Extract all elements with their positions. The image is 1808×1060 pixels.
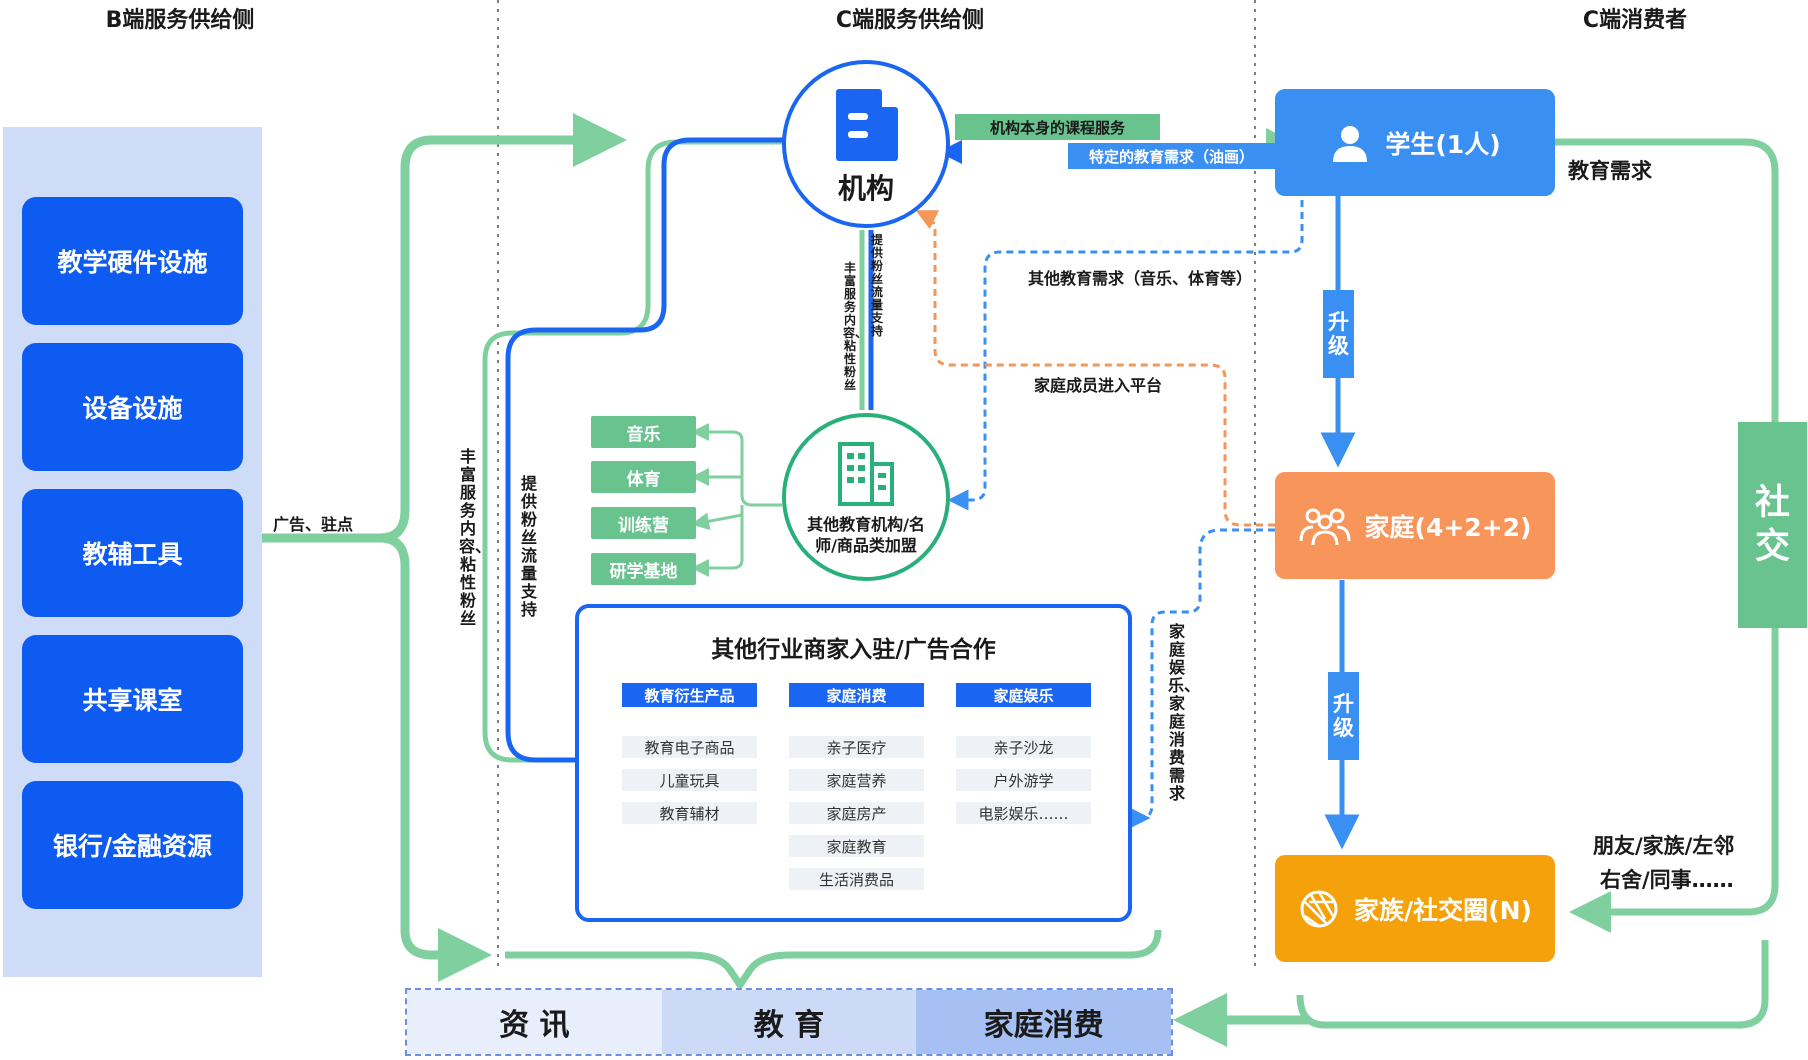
institution-node: 机构 <box>782 60 950 228</box>
tag-connectors <box>691 423 782 577</box>
family-node: 家庭(4+2+2) <box>1275 472 1555 579</box>
b-item-equipment: 设备设施 <box>22 343 243 471</box>
cat-item: 家庭营养 <box>789 769 924 791</box>
other-institution-node: 其他教育机构/名师/商品类加盟 <box>782 413 950 581</box>
cat-item: 家庭教育 <box>789 835 924 857</box>
bottom-segment-family-consumption: 家庭消费 <box>916 990 1172 1054</box>
cat-item: 亲子沙龙 <box>956 736 1091 758</box>
cat-item: 户外游学 <box>956 769 1091 791</box>
bottom-brace <box>505 929 1162 992</box>
blue-loop <box>505 137 787 763</box>
bottom-bar: 资 讯 教 育 家庭消费 <box>405 988 1173 1056</box>
b-item-teaching-hardware: 教学硬件设施 <box>22 197 243 325</box>
aperture-icon <box>1300 890 1338 927</box>
label-bar-fans: 提供粉丝流量支持 <box>870 233 883 338</box>
tag-camp: 训练营 <box>591 507 696 539</box>
dashed-family-join <box>915 210 1275 527</box>
dashed-family-demand <box>1129 528 1275 829</box>
cat-item: 生活消费品 <box>789 868 924 890</box>
student-node: 学生(1人) <box>1275 89 1555 196</box>
b-item-teaching-tools: 教辅工具 <box>22 489 243 617</box>
clan-label: 家族/社交圈(N) <box>1354 895 1532 925</box>
merchants-box: 其他行业商家入驻/广告合作 教育衍生产品 教育电子商品 儿童玩具 教育辅材 家庭… <box>575 604 1132 922</box>
label-ad-station: 广告、驻点 <box>273 515 354 534</box>
label-family-join: 家庭成员进入平台 <box>1034 376 1163 395</box>
return-right <box>1296 940 1769 1029</box>
cat-item: 家庭房产 <box>789 802 924 824</box>
cat-item: 电影娱乐…… <box>956 802 1091 824</box>
upgrade-badge-2: 升级 <box>1328 672 1359 760</box>
label-provide-fans: 提供粉丝流量支持 <box>520 474 537 619</box>
institution-label: 机构 <box>837 172 894 205</box>
col-title-c-consumer: C端消费者 <box>1582 8 1688 33</box>
b-brace <box>262 113 627 982</box>
col-title-c-supply: C端服务供给侧 <box>835 8 985 33</box>
b-item-bank-finance: 银行/金融资源 <box>22 781 243 909</box>
office-building-icon <box>838 442 894 506</box>
cat-item: 教育电子商品 <box>622 736 757 758</box>
green-loop <box>482 139 787 763</box>
student-label: 学生(1人) <box>1385 129 1501 159</box>
label-friends-1: 朋友/家族/左邻 <box>1593 834 1735 858</box>
label-inst-course: 机构本身的课程服务 <box>955 114 1160 140</box>
family-label: 家庭(4+2+2) <box>1364 512 1532 542</box>
bottom-segment-education: 教 育 <box>661 990 917 1054</box>
cat-item: 亲子医疗 <box>789 736 924 758</box>
other-institution-label: 其他教育机构/名师/商品类加盟 <box>807 515 925 555</box>
person-icon <box>1333 125 1368 162</box>
b-item-shared-classroom: 共享课室 <box>22 635 243 763</box>
cat-head-family-entertainment: 家庭娱乐 <box>956 683 1091 707</box>
cat-head-family-consumption: 家庭消费 <box>789 683 924 707</box>
bottom-segment-news: 资 讯 <box>407 990 662 1054</box>
cat-item: 儿童玩具 <box>622 769 757 791</box>
dashed-other-need <box>947 200 1304 511</box>
col-title-b: B端服务供给侧 <box>105 8 255 33</box>
family-icon <box>1299 508 1351 545</box>
label-bar-enrich: 丰富服务内容、粘性粉丝 <box>843 261 868 392</box>
clan-node: 家族/社交圈(N) <box>1275 855 1555 962</box>
building-icon <box>836 89 898 161</box>
label-enrich-content: 丰富服务内容、粘性粉丝 <box>459 447 492 628</box>
social-tag: 社交 <box>1738 422 1807 628</box>
label-edu-need: 教育需求 <box>1568 159 1652 183</box>
cat-head-edu-derivative: 教育衍生产品 <box>622 683 757 707</box>
label-friends-2: 右舍/同事…… <box>1600 868 1734 892</box>
tag-study-base: 研学基地 <box>591 553 696 585</box>
merchants-title: 其他行业商家入驻/广告合作 <box>711 637 996 663</box>
label-family-demand: 家庭娱乐、家庭消费需求 <box>1168 622 1201 803</box>
upgrade-badge-1: 升级 <box>1323 290 1354 378</box>
tag-music: 音乐 <box>591 416 696 448</box>
cat-item: 教育辅材 <box>622 802 757 824</box>
label-special-need: 特定的教育需求（油画） <box>1068 143 1275 169</box>
label-other-need: 其他教育需求（音乐、体育等） <box>1028 269 1253 288</box>
tag-sports: 体育 <box>591 461 696 493</box>
